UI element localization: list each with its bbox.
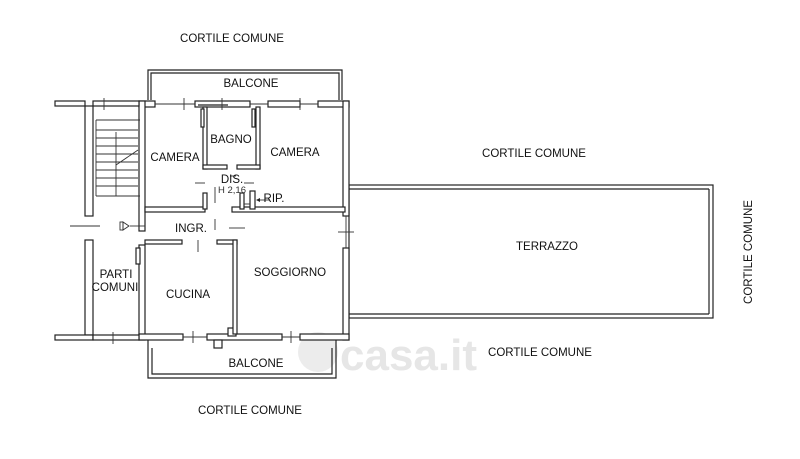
windows [155,98,354,343]
label-bagno: BAGNO [210,134,252,146]
balcone-top-outline [147,69,343,100]
label-cucina: CUCINA [166,289,210,301]
label-rip: RIP. [264,193,285,205]
label-cortile-top: CORTILE COMUNE [180,33,284,45]
label-cortile-right-vertical: CORTILE COMUNE [743,200,755,304]
label-cortile-right-middle: CORTILE COMUNE [482,148,586,160]
label-ingr: INGR. [175,223,207,235]
label-height: H 2,16 [218,185,246,196]
label-soggiorno: SOGGIORNO [254,267,326,279]
balcone-bottom-outline [147,340,337,379]
label-terrazzo: TERRAZZO [516,241,578,253]
watermark-text: casa.it [340,331,477,380]
label-parti: PARTI [100,269,133,281]
label-balcone-bottom: BALCONE [229,358,284,370]
label-balcone-top: BALCONE [224,78,279,90]
entrance-arrow-icon [119,221,130,231]
interior-walls [130,106,346,335]
label-cortile-bottom: CORTILE COMUNE [198,405,302,417]
label-comuni: COMUNI [92,282,139,294]
label-camera-right: CAMERA [270,147,320,159]
casa-it-watermark: casa.it [298,331,477,380]
label-camera-left: CAMERA [150,152,200,164]
label-cortile-bottom-right: CORTILE COMUNE [488,347,592,359]
label-dis: DIS. [221,174,243,186]
stairwell [54,98,140,344]
